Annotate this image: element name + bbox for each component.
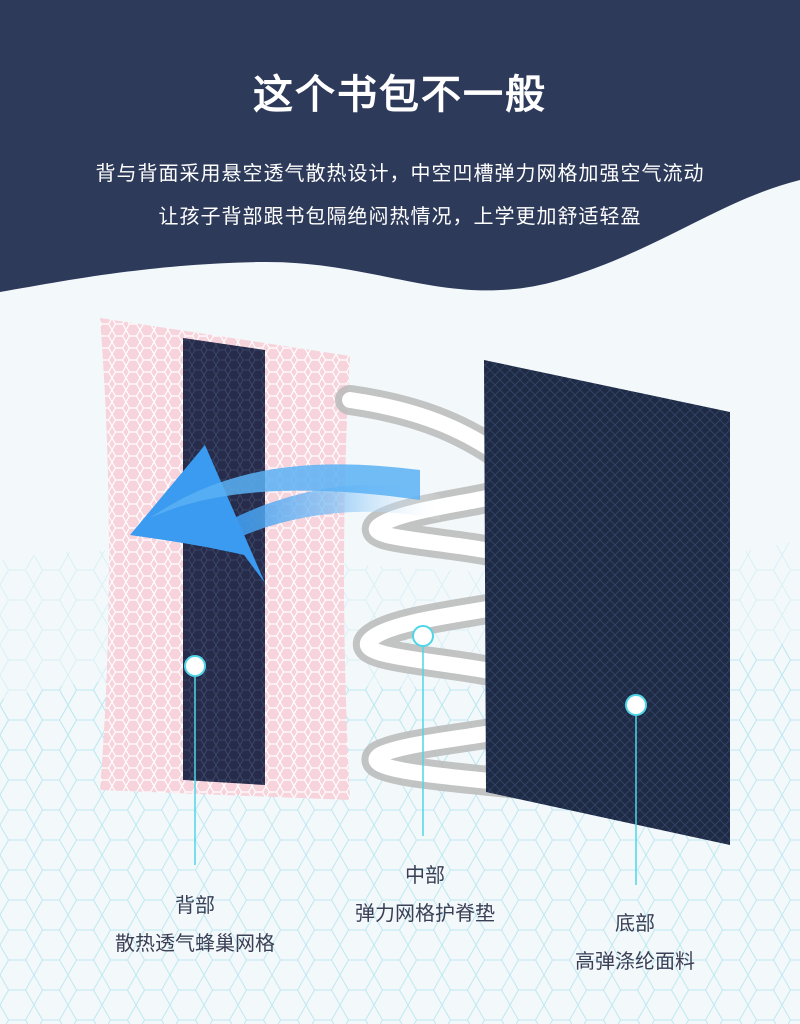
- marker-back: [184, 655, 206, 865]
- header-wave: [0, 0, 800, 292]
- middle-layer-name: 中部: [405, 863, 445, 887]
- bottom-layer-desc: 高弹涤纶面料: [575, 949, 695, 973]
- marker-bottom: [625, 694, 647, 885]
- back-layer-desc: 散热透气蜂巢网格: [115, 931, 275, 955]
- label-bottom-layer: 底部 高弹涤纶面料: [520, 904, 750, 980]
- description-line-1: 背与背面采用悬空透气散热设计，中空凹槽弹力网格加强空气流动: [95, 161, 705, 185]
- back-layer-name: 背部: [175, 893, 215, 917]
- bottom-layer-name: 底部: [615, 911, 655, 935]
- back-panel: [100, 318, 350, 800]
- description-line-2: 让孩子背部跟书包隔绝闷热情况，上学更加舒适轻盈: [158, 204, 642, 228]
- marker-middle: [412, 625, 434, 836]
- middle-layer-desc: 弹力网格护脊垫: [355, 901, 495, 925]
- label-middle-layer: 中部 弹力网格护脊垫: [310, 856, 540, 932]
- airflow-arrow: [130, 445, 440, 583]
- page-title: 这个书包不一般: [253, 72, 547, 118]
- bottom-fabric-panel: [484, 360, 730, 845]
- label-back-layer: 背部 散热透气蜂巢网格: [60, 886, 330, 962]
